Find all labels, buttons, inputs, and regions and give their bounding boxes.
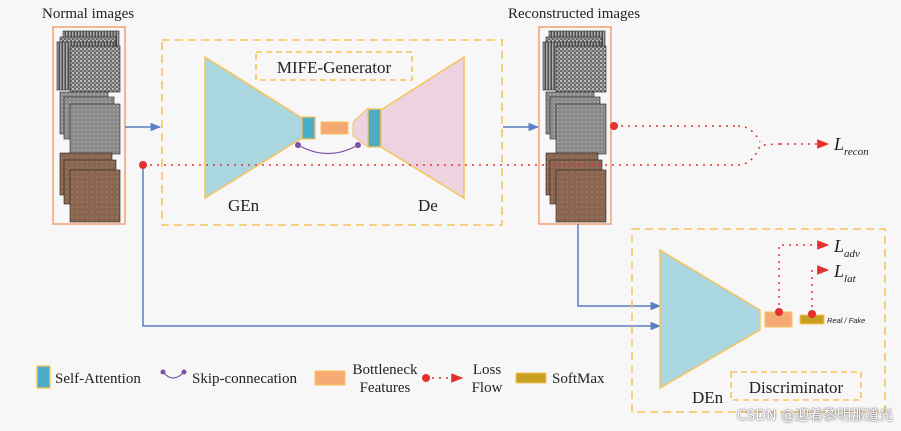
loss-recon-label: Lrecon: [833, 134, 869, 158]
normal-images-stack: [52, 26, 126, 225]
normal-images-label: Normal images: [42, 6, 134, 22]
generator-title: MIFE-Generator: [277, 58, 392, 77]
loss-lat-label: Llat: [833, 261, 857, 285]
legend-softmax: SoftMax: [552, 371, 605, 387]
self-attention-block-encoder: [301, 116, 316, 140]
legend-loss-line1: Loss: [473, 362, 502, 378]
legend-self-attention: Self-Attention: [55, 371, 141, 387]
legend-bottleneck-swatch: [314, 370, 346, 386]
generator-encoder: [204, 55, 303, 200]
legend-softmax-swatch: [515, 372, 547, 384]
legend-self-attention-swatch: [36, 365, 51, 389]
bottleneck-block: [320, 121, 349, 135]
discriminator-box: [631, 228, 886, 413]
discriminator-encoder: [659, 248, 761, 390]
loss-adv-label: Ladv: [833, 236, 860, 260]
disc-encoder-label: DEn: [692, 388, 724, 407]
self-attention-block-decoder: [367, 108, 382, 148]
legend-skip-swatch: [162, 371, 185, 379]
discriminator-title: Discriminator: [749, 378, 844, 397]
recon-loss-flow: [139, 122, 830, 169]
generator-box: [161, 39, 503, 226]
decoder-label: De: [418, 196, 438, 215]
lat-loss-flow: [808, 265, 830, 318]
legend-skip-connection: Skip-connecation: [192, 371, 297, 387]
decoder-neck: [352, 106, 369, 148]
legend-bottleneck-line1: Bottleneck: [353, 362, 418, 378]
legend-bottleneck-line2: Features: [360, 380, 411, 396]
arrow-input-to-discriminator: [142, 165, 662, 331]
reconstructed-images-label: Reconstructed images: [508, 6, 640, 22]
real-fake-label: Real / Fake: [827, 316, 865, 325]
arrow-recon-to-discriminator: [577, 224, 662, 311]
legend-loss-line2: Flow: [472, 380, 503, 396]
generator-decoder: [380, 55, 465, 200]
generator-title-box: [255, 51, 413, 81]
legend: Self-Attention Skip-connecation Bottlene…: [36, 362, 605, 396]
gen-encoder-label: GEn: [228, 196, 260, 215]
skip-connection-curve: [297, 144, 359, 154]
reconstructed-images-stack: [538, 26, 612, 225]
watermark: CSDN @迎着黎明那道光: [736, 408, 893, 424]
adv-loss-flow: [775, 240, 830, 316]
discriminator-title-box: [730, 371, 862, 401]
